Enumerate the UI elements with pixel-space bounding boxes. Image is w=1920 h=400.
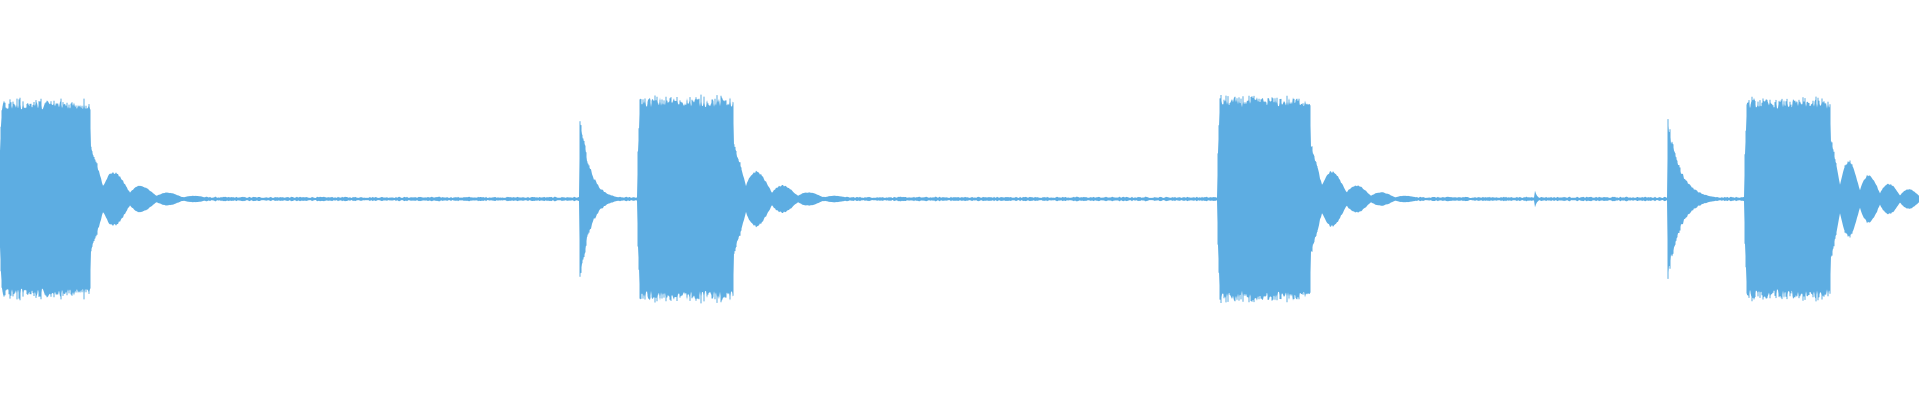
waveform-envelope (0, 97, 1919, 301)
